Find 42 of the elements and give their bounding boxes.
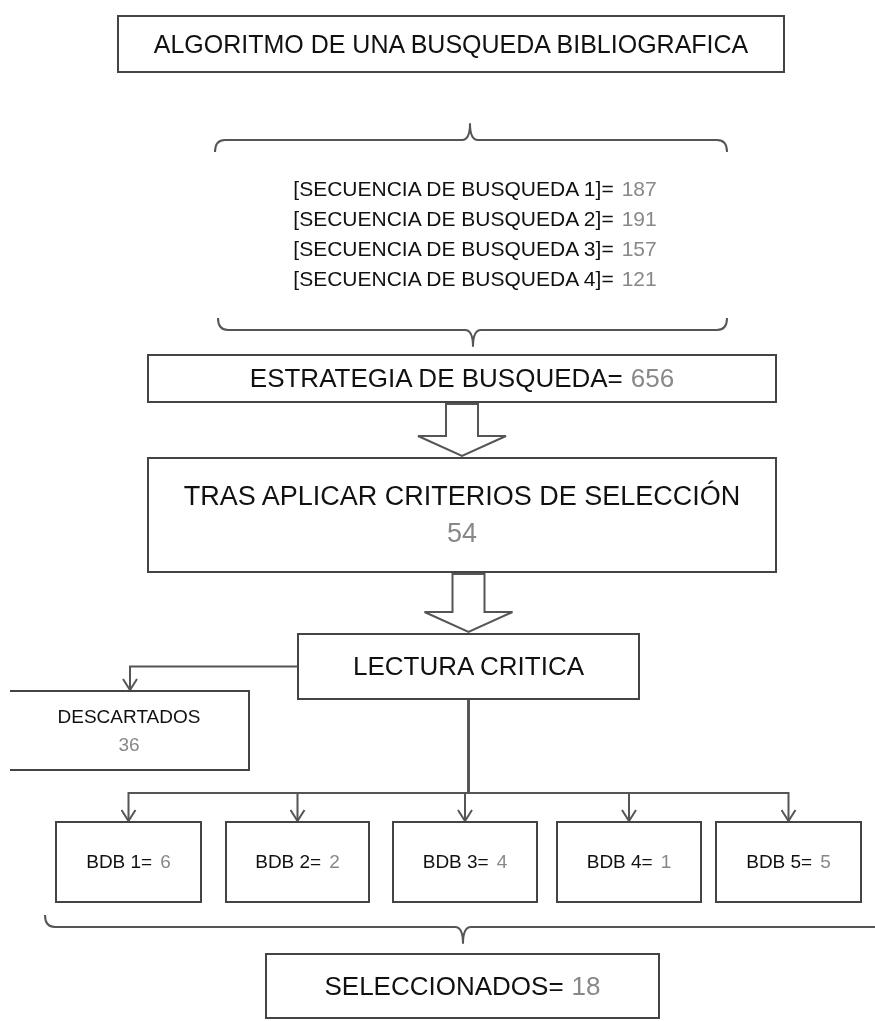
node-label: TRAS APLICAR CRITERIOS DE SELECCIÓN bbox=[183, 481, 741, 512]
node-label: ALGORITMO DE UNA BUSQUEDA BIBLIOGRAFICA bbox=[153, 29, 749, 59]
node-label: [SECUENCIA DE BUSQUEDA 3]= bbox=[293, 237, 614, 261]
count-value: 1 bbox=[660, 851, 672, 873]
node-label: DESCARTADOS bbox=[57, 705, 201, 728]
count-value: 36 bbox=[118, 733, 140, 756]
count-box bbox=[556, 821, 702, 903]
count-value: 656 bbox=[630, 363, 675, 394]
count-value: 2 bbox=[329, 851, 340, 873]
count-value: 6 bbox=[160, 851, 171, 873]
node-label: BDB 4= bbox=[586, 851, 653, 873]
process-box bbox=[147, 457, 777, 573]
count-value: 191 bbox=[621, 207, 657, 231]
node-label: BDB 3= bbox=[422, 851, 489, 873]
count-box bbox=[55, 821, 202, 903]
count-box bbox=[225, 821, 370, 903]
block-arrow bbox=[417, 403, 507, 458]
node-label: BDB 2= bbox=[255, 851, 322, 873]
count-value: 18 bbox=[571, 970, 601, 1002]
title-box bbox=[117, 15, 785, 73]
count-value: 54 bbox=[446, 518, 477, 549]
count-box bbox=[715, 821, 862, 903]
block-arrow bbox=[423, 573, 514, 634]
node-label: [SECUENCIA DE BUSQUEDA 1]= bbox=[293, 177, 614, 201]
node-label: BDB 1= bbox=[86, 851, 153, 873]
node-label: LECTURA CRITICA bbox=[352, 651, 585, 682]
arrow bbox=[122, 665, 298, 691]
node-label: ESTRATEGIA DE BUSQUEDA= bbox=[249, 363, 623, 394]
count-value: 121 bbox=[621, 267, 657, 291]
process-box bbox=[297, 633, 640, 700]
node-label: BDB 5= bbox=[746, 851, 813, 873]
node-label: [SECUENCIA DE BUSQUEDA 4]= bbox=[293, 267, 614, 291]
node-label: [SECUENCIA DE BUSQUEDA 2]= bbox=[293, 207, 614, 231]
count-value: 187 bbox=[621, 177, 657, 201]
count-box bbox=[392, 821, 538, 903]
node-label: SELECCIONADOS= bbox=[324, 970, 564, 1002]
count-value: 5 bbox=[820, 851, 831, 873]
discarded-box bbox=[10, 690, 250, 771]
count-value: 4 bbox=[496, 851, 508, 873]
count-value: 157 bbox=[621, 237, 657, 261]
process-box bbox=[147, 354, 777, 403]
result-box bbox=[265, 953, 660, 1019]
